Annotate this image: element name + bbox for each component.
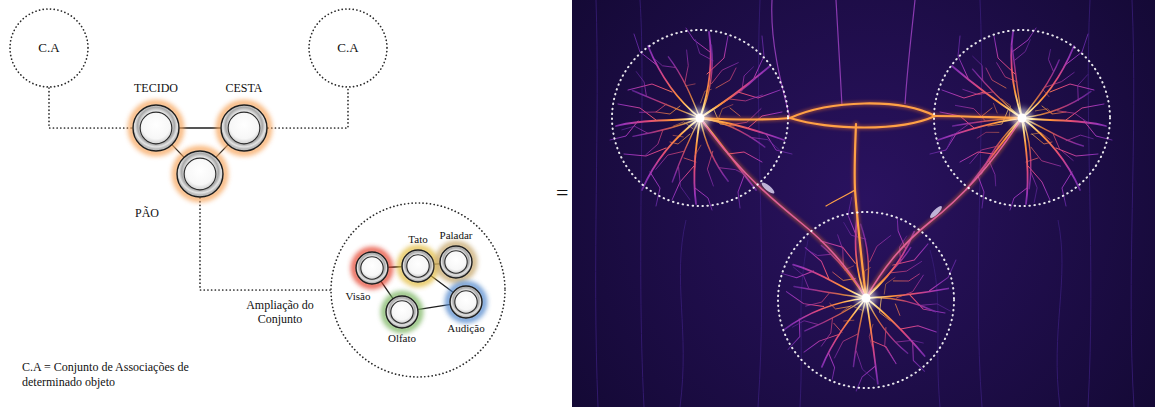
- association-circle: Visão: [355, 251, 389, 285]
- axon-links: [700, 103, 1022, 298]
- dotted-outline: [309, 9, 387, 87]
- glowing-ring: [176, 150, 224, 198]
- association-set-circle: Ampliação do ConjuntoTatoPaladarVisãoOlf…: [330, 202, 506, 378]
- node-label: Tato: [408, 233, 427, 246]
- connector-line: [180, 127, 220, 128]
- association-circle: CESTA: [220, 104, 268, 152]
- micrograph-ground: [572, 0, 1155, 407]
- ring-body: [356, 252, 388, 284]
- glowing-ring: [401, 249, 435, 283]
- node-label: PÃO: [135, 206, 159, 220]
- connector-line: [49, 88, 132, 128]
- connector-line: [419, 305, 449, 310]
- association-set-circle: C.A: [308, 8, 388, 88]
- node-label: Ampliação do Conjunto: [234, 298, 326, 327]
- dotted-outline: [10, 9, 88, 87]
- glowing-ring: [220, 104, 268, 152]
- node-label: Paladar: [440, 229, 473, 242]
- ring-core: [140, 112, 172, 144]
- abbreviation-note: C.A = Conjunto de Associações de determi…: [22, 360, 227, 390]
- glowing-ring: [132, 104, 180, 152]
- ring-core: [361, 257, 383, 279]
- association-circle: Audição: [449, 285, 483, 319]
- ring-glow: [400, 248, 436, 284]
- ring-core: [228, 112, 260, 144]
- ring-core: [407, 255, 429, 277]
- neuron-micrograph: [572, 0, 1155, 407]
- ring-core: [455, 291, 477, 313]
- node-label: Visão: [345, 290, 370, 303]
- ring-body: [133, 105, 179, 151]
- glowing-ring: [449, 285, 483, 319]
- glowing-ring: [439, 245, 473, 279]
- dotted-highlight-circles: [612, 30, 1110, 388]
- ring-core: [445, 251, 467, 273]
- ring-glow: [219, 103, 269, 153]
- node-label: C.A: [337, 40, 358, 56]
- dotted-outline: [331, 203, 505, 377]
- association-circle: Olfato: [385, 295, 419, 329]
- association-circle: TECIDO: [132, 104, 180, 152]
- ring-body: [386, 296, 418, 328]
- background-fibres: [596, 0, 1134, 407]
- connector-line: [200, 198, 330, 290]
- node-label: Olfato: [388, 332, 416, 345]
- association-circle: Paladar: [439, 245, 473, 279]
- ring-body: [177, 151, 223, 197]
- dendrite-trees: [599, 17, 1121, 407]
- equals-sign: =: [556, 179, 568, 207]
- association-circle: Tato: [401, 249, 435, 283]
- ring-core: [184, 158, 216, 190]
- ring-glow: [384, 294, 420, 330]
- connector-line: [268, 88, 348, 128]
- ring-glow: [175, 149, 225, 199]
- node-label: Audição: [447, 322, 484, 335]
- ring-glow: [438, 244, 474, 280]
- association-set-circle: C.A: [9, 8, 89, 88]
- ring-core: [391, 301, 413, 323]
- node-label: C.A: [38, 40, 59, 56]
- ring-body: [450, 286, 482, 318]
- ring-body: [221, 105, 267, 151]
- glowing-ring: [355, 251, 389, 285]
- node-label: TECIDO: [134, 81, 178, 95]
- association-circle: PÃO: [176, 150, 224, 198]
- ring-body: [440, 246, 472, 278]
- glowing-ring: [385, 295, 419, 329]
- node-label: CESTA: [225, 81, 262, 95]
- ring-glow: [354, 250, 390, 286]
- upper-fibres: [772, 0, 915, 118]
- cell-bodies: [690, 108, 1032, 308]
- ring-body: [402, 250, 434, 282]
- ring-glow: [448, 284, 484, 320]
- ring-glow: [131, 103, 181, 153]
